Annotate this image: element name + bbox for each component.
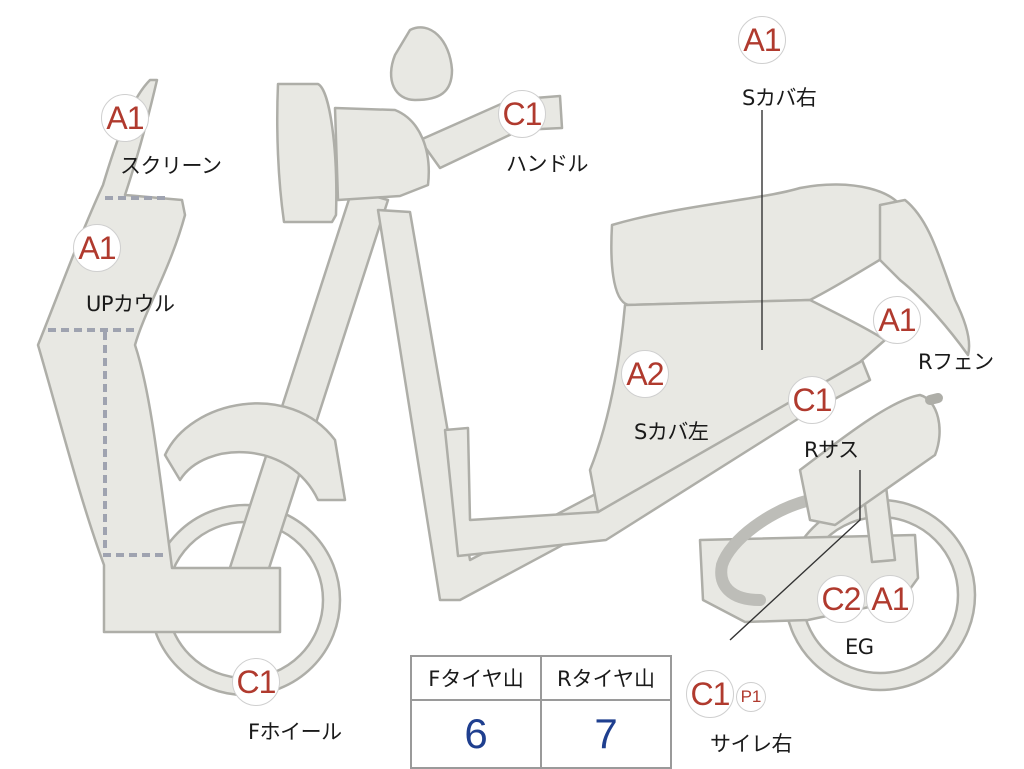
label-f-wheel: Fホイール [248, 720, 342, 744]
grade-badge-f-wheel: C1 [232, 658, 280, 706]
label-handle: ハンドル [506, 152, 589, 176]
grade-badge-engine-1: C2 [817, 575, 865, 623]
mirror [389, 26, 454, 102]
front-fender [163, 402, 347, 502]
grade-badge-up-cowl: A1 [73, 224, 121, 272]
label-r-suspension: Rサス [804, 438, 859, 462]
panel-seams [48, 196, 168, 557]
grade-badge-r-suspension: C1 [788, 376, 836, 424]
label-s-cover-left: Sカバ左 [634, 420, 709, 444]
grade-badge-screen: A1 [101, 94, 149, 142]
value-rear-tread: 7 [540, 699, 672, 769]
tire-tread-table: Fタイヤ山 Rタイヤ山 6 7 [410, 655, 672, 769]
grade-badge-s-cover-right: A1 [738, 16, 786, 64]
grade-badge-r-fender: A1 [873, 296, 921, 344]
grade-badge-engine-2: A1 [866, 575, 914, 623]
leg-shield [36, 78, 282, 634]
headlight-lens [276, 82, 338, 224]
rear-suspension [798, 393, 941, 527]
seat [610, 183, 907, 307]
exhaust-pipe [715, 494, 816, 606]
value-front-tread: 6 [410, 699, 542, 769]
grade-badge-handle: C1 [498, 90, 546, 138]
grade-badge-s-cover-left: A2 [621, 350, 669, 398]
label-engine: EG [845, 635, 874, 659]
grade-badge-side-right-sub: P1 [736, 682, 766, 712]
label-s-cover-right: Sカバ右 [742, 86, 817, 110]
label-side-right: サイレ右 [710, 732, 793, 756]
label-up-cowl: UPカウル [86, 292, 175, 316]
rear-suspension-pin [925, 393, 943, 405]
grade-badge-side-right: C1 [686, 670, 734, 718]
header-rear-tread: Rタイヤ山 [540, 655, 672, 701]
header-front-tread: Fタイヤ山 [410, 655, 542, 701]
side-cover [588, 298, 887, 514]
leader-lines [729, 110, 861, 641]
label-r-fender: Rフェン [918, 350, 994, 374]
headlight-housing [333, 106, 430, 202]
label-screen: スクリーン [120, 154, 222, 178]
rear-fender [878, 198, 971, 357]
